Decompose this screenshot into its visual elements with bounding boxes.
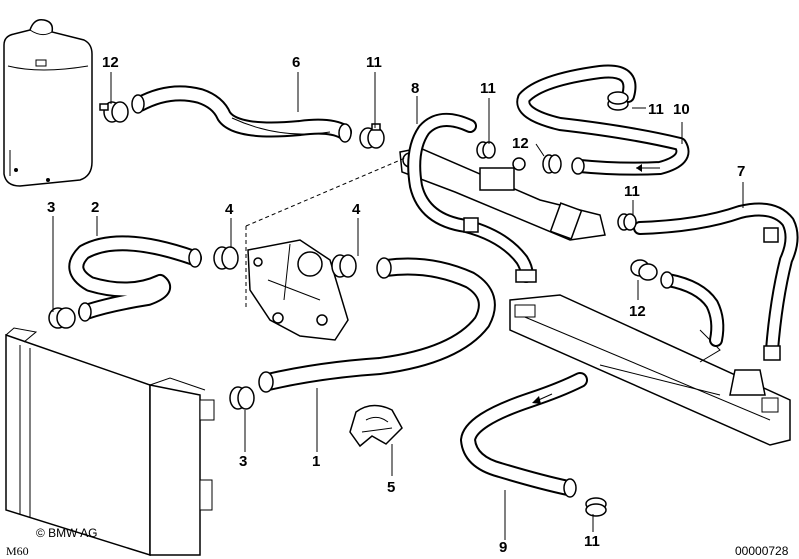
clamp-12-right <box>630 259 658 281</box>
clamp-11-hose-10 <box>607 91 629 111</box>
callout-1: 1 <box>312 453 320 470</box>
callout-10: 10 <box>673 101 690 118</box>
radiator <box>5 327 215 557</box>
clamp-12-mid <box>542 154 562 174</box>
callout-3: 3 <box>239 453 247 470</box>
callout-8: 8 <box>411 80 419 97</box>
callout-11: 11 <box>648 101 664 118</box>
callout-11: 11 <box>480 80 496 97</box>
leader-lines <box>52 72 744 540</box>
thermostat-housing <box>399 147 606 241</box>
callout-2: 2 <box>91 199 99 216</box>
callout-4: 4 <box>225 201 234 218</box>
clamp-4-right <box>331 254 357 278</box>
callout-12: 12 <box>512 135 529 152</box>
diagram-number: 00000728 <box>735 544 789 558</box>
bracket-clip-5 <box>349 404 403 448</box>
hose-1 <box>258 257 496 393</box>
clamp-11-right <box>617 213 637 231</box>
clamp-11-top <box>359 123 385 149</box>
hose-9 <box>460 372 588 498</box>
expansion-tank <box>3 18 93 187</box>
callout-7: 7 <box>737 163 745 180</box>
callout-11: 11 <box>624 183 640 200</box>
clamp-3-top <box>48 307 76 329</box>
hose-7 <box>633 202 799 361</box>
water-pump <box>247 239 349 341</box>
hose-10 <box>516 64 690 176</box>
callout-12: 12 <box>102 54 119 71</box>
callout-5: 5 <box>387 479 395 496</box>
model-code: M60 <box>6 544 29 558</box>
hose-2 <box>68 235 202 322</box>
callout-4: 4 <box>352 201 361 218</box>
clamp-4-left <box>213 246 239 270</box>
callout-11: 11 <box>584 533 600 550</box>
callout-3: 3 <box>47 199 55 216</box>
clamp-11-bottom <box>585 497 607 517</box>
copyright-text: © BMW AG <box>36 526 98 540</box>
clamp-3-bottom <box>229 386 255 410</box>
callout-12: 12 <box>629 303 646 320</box>
engine-block <box>509 294 791 446</box>
callout-6: 6 <box>292 54 300 71</box>
hose-lower-right <box>660 271 725 347</box>
hose-8 <box>407 113 537 283</box>
hose-6 <box>131 85 352 143</box>
clamp-12-top-left <box>99 101 129 123</box>
callout-11: 11 <box>366 54 382 71</box>
callout-9: 9 <box>499 539 507 556</box>
clamp-11-thermostat <box>476 141 496 159</box>
assembly-line <box>245 157 406 227</box>
